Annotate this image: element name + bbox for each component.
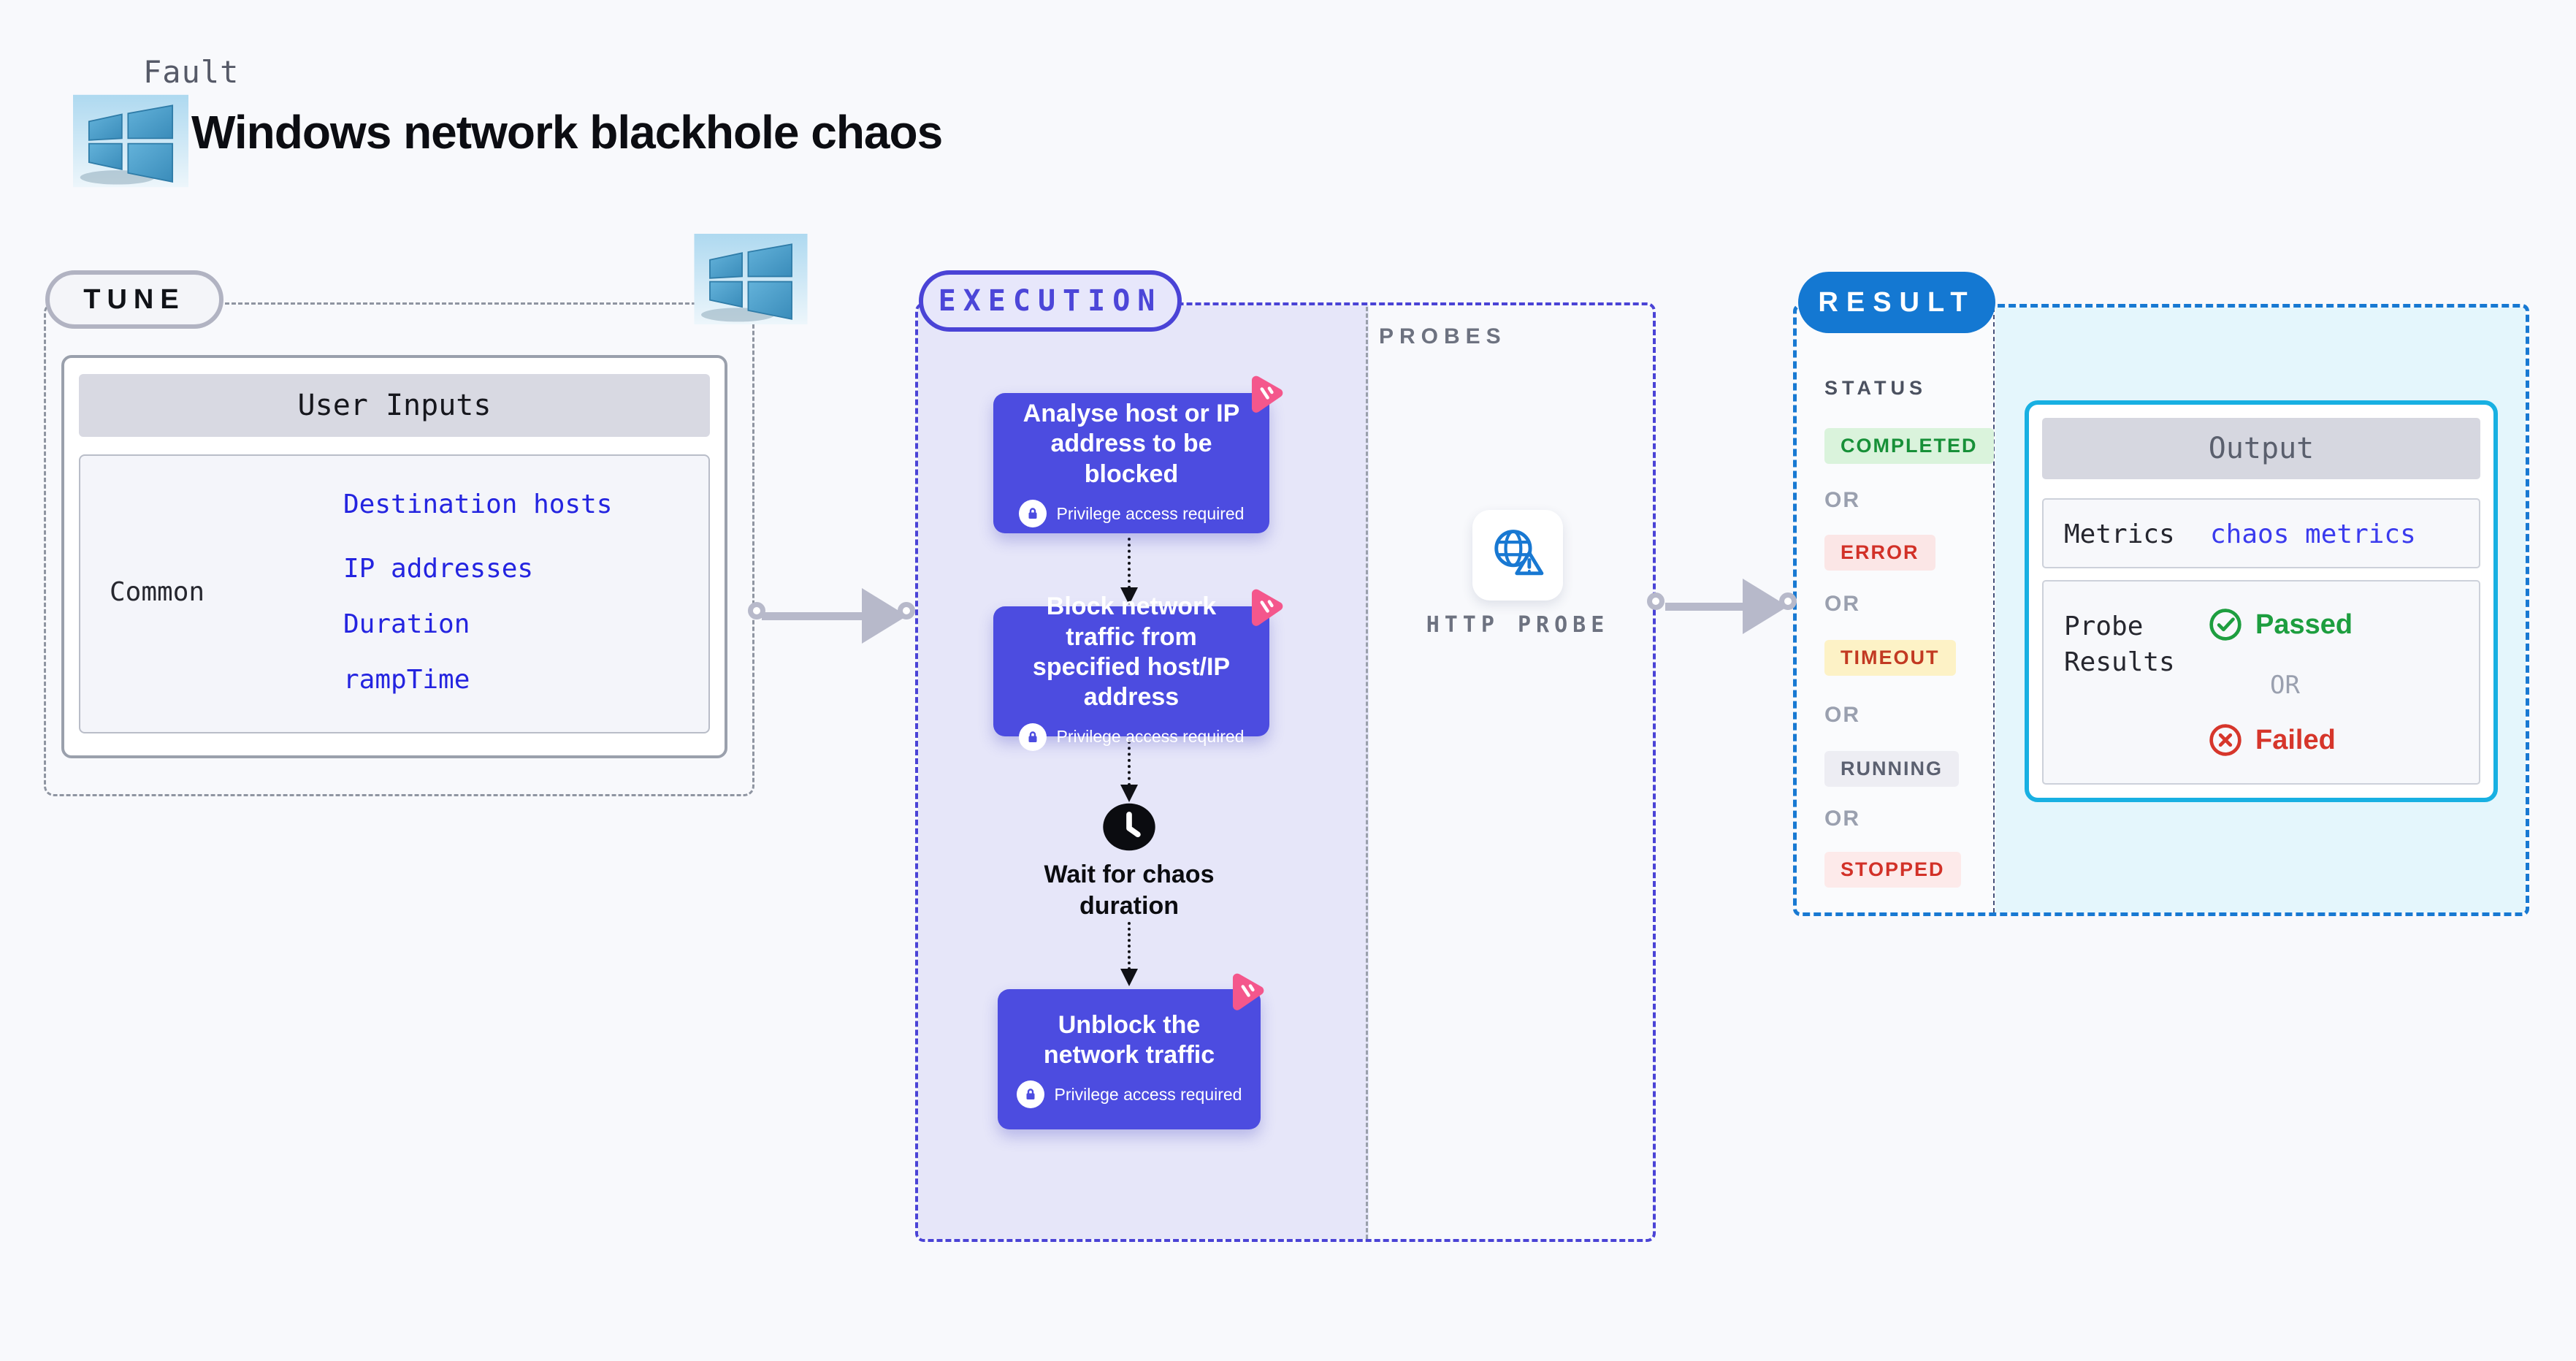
or-separator: OR [2270, 671, 2300, 700]
chaos-icon [1239, 369, 1291, 420]
or-separator: OR [1824, 703, 1860, 727]
chaos-metrics-link[interactable]: chaos metrics [2210, 519, 2416, 549]
or-separator: OR [1824, 592, 1860, 616]
status-badge-stopped: STOPPED [1824, 852, 1961, 888]
clock-icon [1101, 802, 1157, 855]
or-separator: OR [1824, 488, 1860, 512]
output-title: Output [2042, 418, 2480, 479]
lock-icon [1018, 723, 1047, 751]
step-title: Block network traffic from specified hos… [1032, 592, 1231, 712]
input-link-ip-addresses[interactable]: IP addresses [343, 554, 534, 584]
chaos-icon [1239, 582, 1291, 633]
input-link-ramptime[interactable]: rampTime [343, 665, 470, 695]
input-link-duration[interactable]: Duration [343, 609, 470, 639]
user-inputs-row-label: Common [110, 577, 205, 607]
windows-logo-icon [694, 234, 808, 324]
dotted-connector [1128, 741, 1131, 786]
or-separator: OR [1824, 807, 1860, 831]
user-inputs-title: User Inputs [79, 374, 710, 437]
failed-label: Failed [2255, 724, 2336, 755]
tune-section-label: TUNE [45, 270, 223, 329]
status-badge-running: RUNNING [1824, 751, 1959, 787]
result-status-divider [1993, 308, 1995, 912]
page-title: Windows network blackhole chaos [191, 106, 943, 159]
step-unblock-traffic-box: Unblock the network traffic Privilege ac… [998, 989, 1261, 1129]
arrow-down-icon [1120, 785, 1138, 802]
metrics-row: Metrics chaos metrics [2042, 498, 2480, 568]
status-badge-completed: COMPLETED [1824, 428, 1994, 464]
fault-kicker: Fault [143, 54, 240, 90]
dotted-connector [1128, 922, 1131, 970]
http-probe-card [1472, 510, 1563, 601]
lock-icon [1016, 1080, 1044, 1109]
input-link-destination-hosts[interactable]: Destination hosts [343, 489, 613, 519]
metrics-label: Metrics [2064, 519, 2175, 549]
connector-dot-icon [898, 602, 915, 619]
dotted-connector [1128, 538, 1131, 589]
probe-results-row: Probe Results Passed OR Failed [2042, 580, 2480, 785]
step-block-traffic-box: Block network traffic from specified hos… [993, 592, 1269, 751]
status-column-title: STATUS [1824, 377, 1927, 399]
execution-probes-divider [1366, 307, 1368, 1239]
x-circle-icon [2209, 724, 2241, 756]
probe-failed-item: Failed [2209, 723, 2336, 757]
probe-results-label: Probe Results [2064, 611, 2175, 677]
wait-step-label: Wait for chaos duration [1044, 861, 1215, 920]
connector-dot-icon [1647, 592, 1665, 610]
http-probe-label: HTTP PROBE [1426, 612, 1610, 638]
step-title: Analyse host or IP address to be blocked [1023, 399, 1240, 488]
connector-dot-icon [1779, 592, 1797, 610]
chaos-icon [1220, 967, 1272, 1018]
privilege-badge: Privilege access required [1056, 503, 1245, 523]
probe-passed-item: Passed [2209, 608, 2353, 641]
step-analyse-host-box: Analyse host or IP address to be blocked… [993, 393, 1269, 533]
tune-section-box [44, 302, 754, 796]
status-badge-error: ERROR [1824, 535, 1935, 571]
globe-warning-icon [1489, 525, 1546, 586]
windows-logo-icon [73, 94, 188, 188]
arrow-down-icon [1120, 587, 1138, 605]
privilege-badge: Privilege access required [1056, 727, 1245, 747]
status-badge-timeout: TIMEOUT [1824, 640, 1956, 676]
step-title: Unblock the network traffic [1043, 1010, 1215, 1069]
lock-icon [1018, 500, 1047, 528]
arrow-down-icon [1120, 969, 1138, 986]
check-circle-icon [2209, 609, 2241, 641]
privilege-badge: Privilege access required [1054, 1084, 1242, 1104]
user-inputs-table: Common Destination hosts IP addresses Du… [79, 454, 710, 733]
result-section-label: RESULT [1798, 272, 1995, 333]
connector-dot-icon [748, 602, 765, 619]
probes-section-label: PROBES [1379, 324, 1507, 348]
execution-section-label: EXECUTION [919, 270, 1182, 332]
passed-label: Passed [2255, 609, 2353, 640]
